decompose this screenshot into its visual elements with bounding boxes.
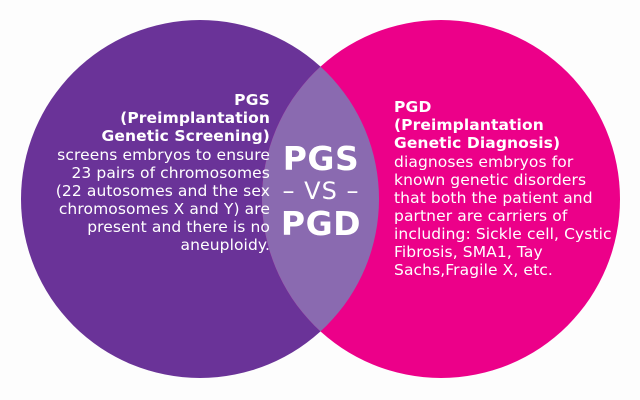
pgs-subtitle-line2: Genetic Screening): [101, 126, 270, 145]
overlap-label-line1: PGS: [282, 139, 360, 178]
pgs-subtitle-line1: (Preimplantation: [120, 108, 270, 127]
pgs-text-panel: PGS (Preimplantation Genetic Screening) …: [44, 91, 270, 255]
overlap-label: PGS – VS – PGD: [262, 142, 380, 240]
pgd-text-panel: PGD (Preimplantation Genetic Diagnosis) …: [394, 98, 616, 280]
pgd-subtitle-line2: Genetic Diagnosis): [394, 133, 561, 152]
pgs-body-text: screens embryos to ensure 23 pairs of ch…: [55, 145, 270, 254]
pgd-title: PGD: [394, 98, 432, 116]
pgd-subtitle-line1: (Preimplantation: [394, 115, 544, 134]
pgd-body-text: diagnoses embryos for known genetic diso…: [394, 152, 612, 279]
overlap-lens-shape: [262, 20, 379, 378]
pgs-title: PGS: [234, 91, 270, 109]
overlap-label-line2: – VS –: [282, 177, 360, 205]
overlap-label-line3: PGD: [280, 204, 362, 244]
